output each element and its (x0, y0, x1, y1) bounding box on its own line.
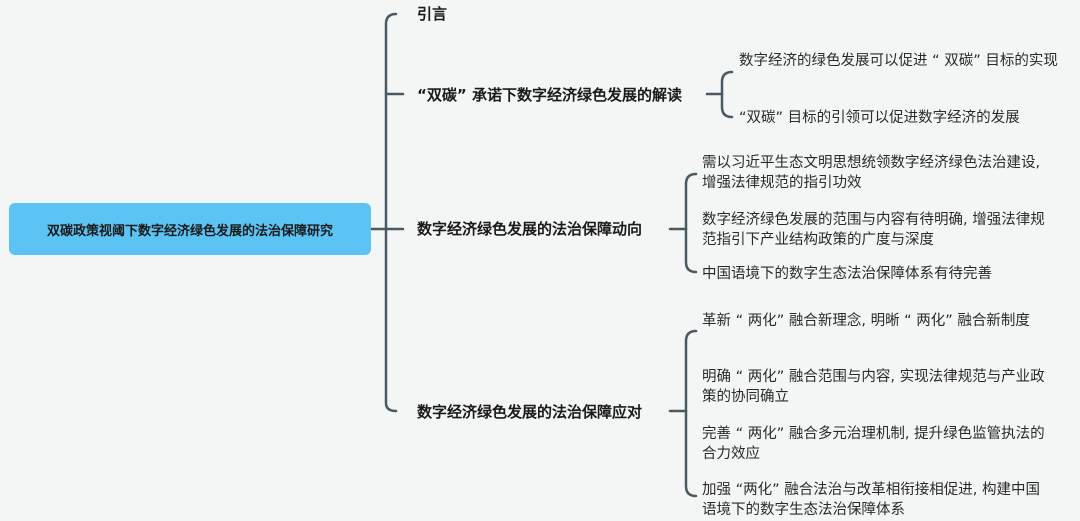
leaf-text: 数字经济的绿色发展可以促进 “ 双碳” 目标的实现 (739, 53, 1058, 69)
leaf-node[interactable]: “双碳” 目标的引领可以促进数字经济的发展 (739, 108, 1077, 128)
branch-title: “双碳” 承诺下数字经济绿色发展的解读 (417, 86, 682, 104)
leaf-node[interactable]: 加强 “两化” 融合法治与改革相衔接相促进, 构建中国语境下的数字生态法治保障体… (702, 480, 1047, 520)
branch-title: 引言 (417, 5, 448, 23)
leaf-node[interactable]: 数字经济绿色发展的范围与内容有待明确, 增强法律规范指引下产业结构政策的广度与深… (702, 210, 1057, 250)
leaf-text: 完善 “ 两化” 融合多元治理机制, 提升绿色监管执法的合力效应 (702, 426, 1045, 462)
branch-legal-response[interactable]: 数字经济绿色发展的法治保障应对 (417, 403, 642, 421)
branch-title: 数字经济绿色发展的法治保障应对 (417, 403, 643, 421)
branch-interpretation[interactable]: “双碳” 承诺下数字经济绿色发展的解读 (417, 86, 682, 104)
leaf-text: 明确 “ 两化” 融合范围与内容, 实现法律规范与产业政策的协同确立 (702, 369, 1045, 405)
leaf-text: 革新 “ 两化” 融合新理念, 明晰 “ 两化” 融合新制度 (702, 313, 1030, 329)
leaf-text: 需以习近平生态文明思想统领数字经济绿色法治建设, 增强法律规范的指引功效 (702, 155, 1041, 191)
leaf-node[interactable]: 数字经济的绿色发展可以促进 “ 双碳” 目标的实现 (739, 51, 1077, 71)
branch-intro[interactable]: 引言 (417, 5, 447, 23)
leaf-node[interactable]: 中国语境下的数字生态法治保障体系有待完善 (702, 264, 1057, 284)
leaf-text: 数字经济绿色发展的范围与内容有待明确, 增强法律规范指引下产业结构政策的广度与深… (702, 212, 1045, 248)
branch-title: 数字经济绿色发展的法治保障动向 (417, 220, 643, 238)
leaf-text: 中国语境下的数字生态法治保障体系有待完善 (702, 266, 992, 282)
leaf-text: 加强 “两化” 融合法治与改革相衔接相促进, 构建中国语境下的数字生态法治保障体… (702, 482, 1040, 518)
leaf-node[interactable]: 革新 “ 两化” 融合新理念, 明晰 “ 两化” 融合新制度 (702, 311, 1047, 331)
leaf-node[interactable]: 明确 “ 两化” 融合范围与内容, 实现法律规范与产业政策的协同确立 (702, 367, 1047, 407)
root-topic[interactable]: 双碳政策视阈下数字经济绿色发展的法治保障研究 (9, 203, 371, 255)
leaf-node[interactable]: 需以习近平生态文明思想统领数字经济绿色法治建设, 增强法律规范的指引功效 (702, 153, 1057, 193)
leaf-text: “双碳” 目标的引领可以促进数字经济的发展 (739, 110, 1020, 126)
leaf-node[interactable]: 完善 “ 两化” 融合多元治理机制, 提升绿色监管执法的合力效应 (702, 424, 1047, 464)
branch-legal-trends[interactable]: 数字经济绿色发展的法治保障动向 (417, 220, 642, 238)
root-title: 双碳政策视阈下数字经济绿色发展的法治保障研究 (46, 223, 333, 239)
